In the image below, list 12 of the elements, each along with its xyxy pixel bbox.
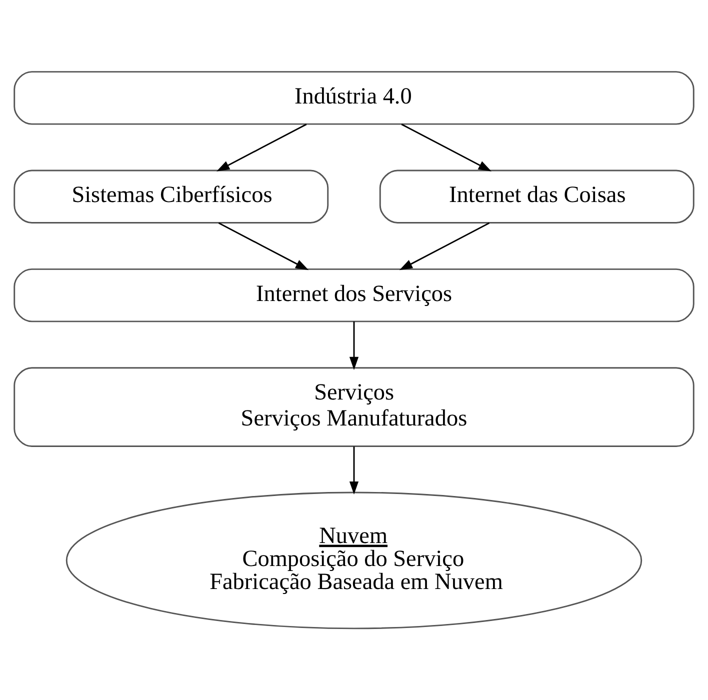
node-box: Internet dos Serviços bbox=[14, 268, 694, 322]
arrow bbox=[401, 124, 492, 172]
arrow bbox=[349, 321, 359, 370]
node-ellipse: Nuvem Composição do Serviço Fabricação Baseada em Nuvem bbox=[66, 492, 642, 630]
arrow bbox=[218, 222, 309, 270]
node-box: Sistemas Ciberfísicos bbox=[14, 170, 329, 224]
node-box: Serviços Serviços Manufaturados bbox=[14, 367, 694, 447]
arrow bbox=[349, 446, 359, 495]
arrow bbox=[399, 222, 490, 270]
node-box: Indústria 4.0 bbox=[14, 71, 694, 125]
arrow bbox=[216, 124, 307, 172]
node-box: Internet das Coisas bbox=[379, 170, 694, 224]
